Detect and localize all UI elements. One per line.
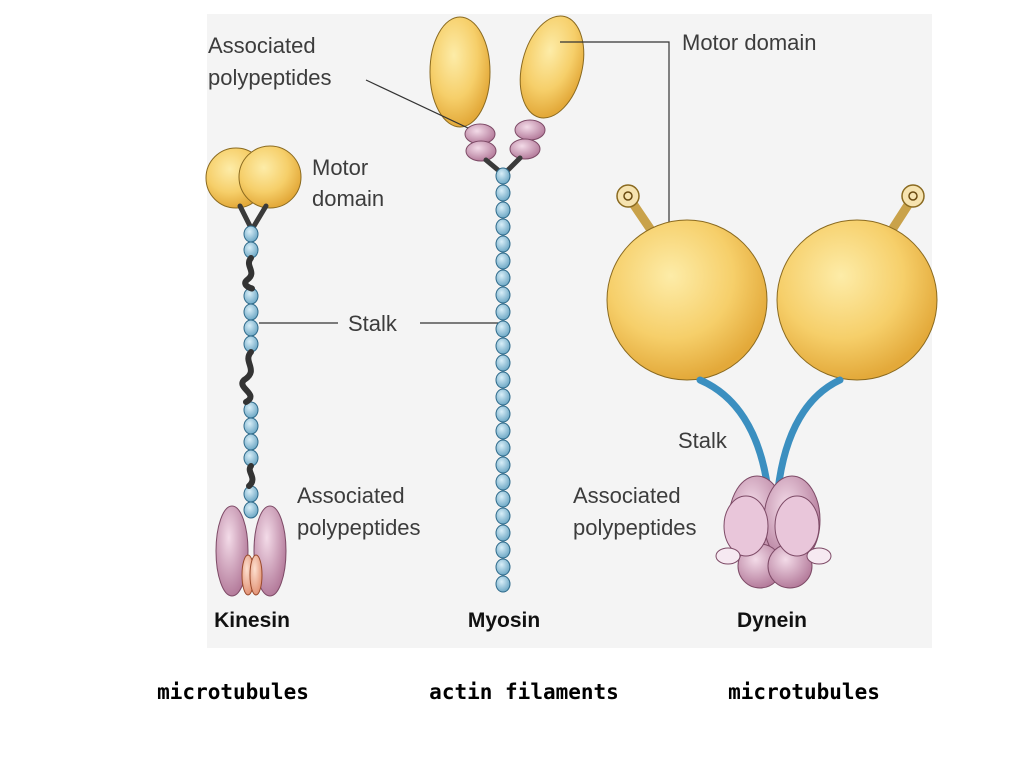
kinesin-associated-polypeptides [215,505,287,597]
dynein-assoc-label-line2: polypeptides [573,515,697,540]
kinesin-assoc-label-line1: Associated [297,483,405,508]
kinesin-motor-label-line1: Motor [312,155,368,180]
myosin: Associated polypeptides Motor domain Myo… [208,15,817,632]
kinesin-hinge [239,255,256,489]
kinesin-motor-domain [205,145,302,209]
kinesin: Motor domain Associated polypeptides Kin… [205,145,421,632]
myosin-stalk [495,167,511,593]
myosin-associated-polypeptides [464,119,546,162]
myosin-assoc-label-line2: polypeptides [208,65,332,90]
dynein-assoc-label-line1: Associated [573,483,681,508]
motor-domain-leader [560,41,670,246]
dynein-associated-polypeptides [715,475,832,589]
dynein-caption: microtubules [728,680,880,704]
stalk-label: Stalk [348,311,398,336]
kinesin-stalk [243,225,259,519]
myosin-neck [483,155,523,173]
myosin-assoc-leader [365,79,469,129]
dynein-stalk [696,376,844,494]
dynein: Stalk Associated polypeptides Dynein [573,184,938,632]
myosin-motor-domain [429,15,585,128]
kinesin-name: Kinesin [214,609,290,632]
myosin-name: Myosin [468,609,540,632]
myosin-caption: actin filaments [429,680,619,704]
dynein-name: Dynein [737,609,807,632]
kinesin-assoc-label-line2: polypeptides [297,515,421,540]
kinesin-caption: microtubules [157,680,309,704]
dynein-stalk-label: Stalk [678,428,728,453]
motor-domain-label: Motor domain [682,30,817,55]
kinesin-neck [237,203,269,229]
kinesin-motor-label-line2: domain [312,186,384,211]
myosin-assoc-label-line1: Associated [208,33,316,58]
dynein-motor-domain [606,219,938,381]
